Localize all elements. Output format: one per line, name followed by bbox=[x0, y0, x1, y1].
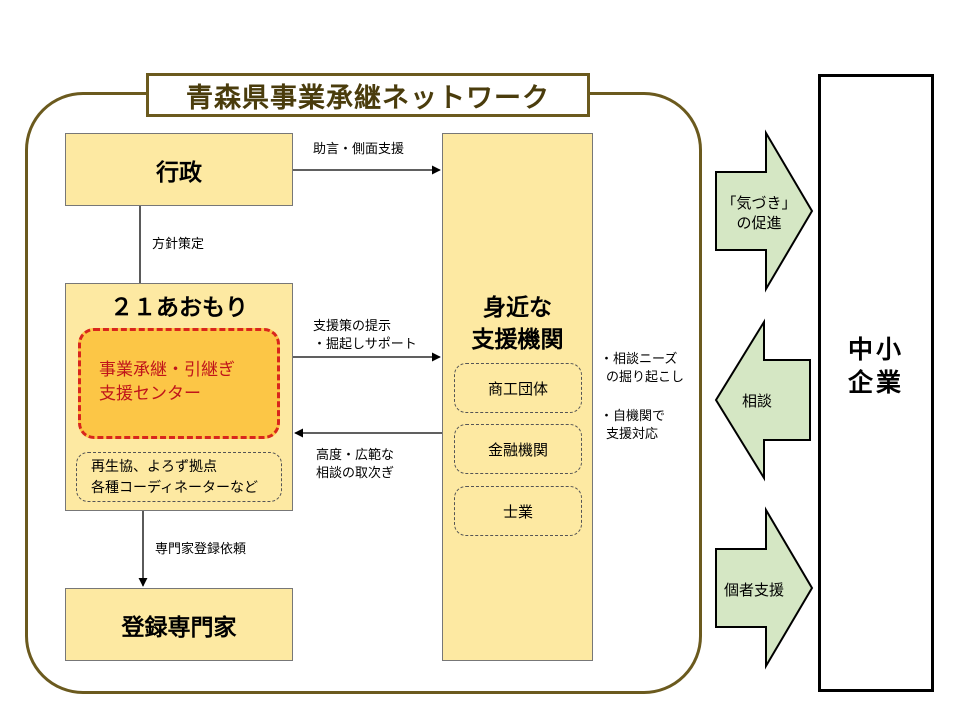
individual-arrow-text: 個者支援 bbox=[724, 581, 785, 599]
awareness-line1: 「気づき」 bbox=[721, 194, 797, 212]
self-line2: 支援対応 bbox=[606, 427, 659, 442]
gyosei-box: 行政 bbox=[65, 133, 293, 206]
sme-box: 中小 企業 bbox=[818, 74, 934, 692]
network-title: 青森県事業承継ネットワーク bbox=[146, 73, 590, 117]
mijika-line2: 支援機関 bbox=[471, 327, 564, 353]
needs-label: ・相談ニーズ の掘り起こし bbox=[600, 351, 684, 387]
gyosei-label: 行政 bbox=[156, 159, 202, 186]
support-label-line1: 支援策の提示 bbox=[313, 319, 392, 334]
consult-arrow-shape bbox=[714, 318, 811, 482]
shigyo-box: 士業 bbox=[454, 486, 582, 536]
shoko-label: 商工団体 bbox=[487, 379, 548, 398]
kinyu-label: 金融機関 bbox=[487, 440, 548, 459]
individual-arrow-shape bbox=[715, 506, 814, 670]
shigyo-label: 士業 bbox=[502, 502, 533, 521]
saisei-line2: 各種コーディネーターなど bbox=[91, 480, 259, 496]
sme-line2: 企業 bbox=[847, 368, 904, 397]
touroku-box: 登録専門家 bbox=[65, 588, 293, 661]
touroku-label: 登録専門家 bbox=[121, 614, 237, 641]
needs-line1: ・相談ニーズ bbox=[600, 352, 678, 367]
self-support-label: ・自機関で 支援対応 bbox=[600, 408, 665, 444]
self-line1: ・自機関で bbox=[600, 409, 666, 424]
handoff-label-line1: 高度・広範な bbox=[316, 448, 395, 463]
saisei-box: 再生協、よろず拠点 各種コーディネーターなど bbox=[76, 452, 282, 502]
policy-label: 方針策定 bbox=[152, 237, 205, 252]
kinyu-box: 金融機関 bbox=[454, 424, 582, 474]
support-label-line2: ・掘起しサポート bbox=[313, 337, 417, 352]
consult-arrow-text: 相談 bbox=[742, 392, 773, 410]
sme-line1: 中小 bbox=[847, 335, 904, 364]
advice-label: 助言・側面支援 bbox=[313, 142, 405, 157]
awareness-arrow-shape bbox=[715, 129, 814, 293]
needs-line2: の掘り起こし bbox=[606, 370, 685, 385]
saisei-line1: 再生協、よろず拠点 bbox=[91, 459, 217, 475]
succession-center-line2: 支援センター bbox=[99, 384, 201, 404]
aomori21-box: ２１あおもり 事業承継・引継ぎ 支援センター 再生協、よろず拠点 各種コーディネ… bbox=[65, 283, 293, 511]
expert-request-label: 専門家登録依頼 bbox=[155, 542, 247, 557]
support-label: 支援策の提示 ・掘起しサポート bbox=[313, 318, 417, 354]
awareness-arrow-text: 「気づき」 の促進 bbox=[719, 193, 799, 233]
aomori21-title: ２１あおもり bbox=[110, 295, 248, 321]
succession-center-box: 事業承継・引継ぎ 支援センター bbox=[78, 328, 280, 439]
mijika-box: 身近な 支援機関 商工団体 金融機関 士業 bbox=[442, 133, 593, 661]
awareness-line2: の促進 bbox=[736, 214, 782, 232]
mijika-line1: 身近な bbox=[483, 295, 552, 321]
succession-center-line1: 事業承継・引継ぎ bbox=[99, 360, 235, 380]
shoko-box: 商工団体 bbox=[454, 363, 582, 413]
handoff-label-line2: 相談の取次ぎ bbox=[316, 466, 395, 481]
handoff-label: 高度・広範な 相談の取次ぎ bbox=[316, 447, 394, 483]
